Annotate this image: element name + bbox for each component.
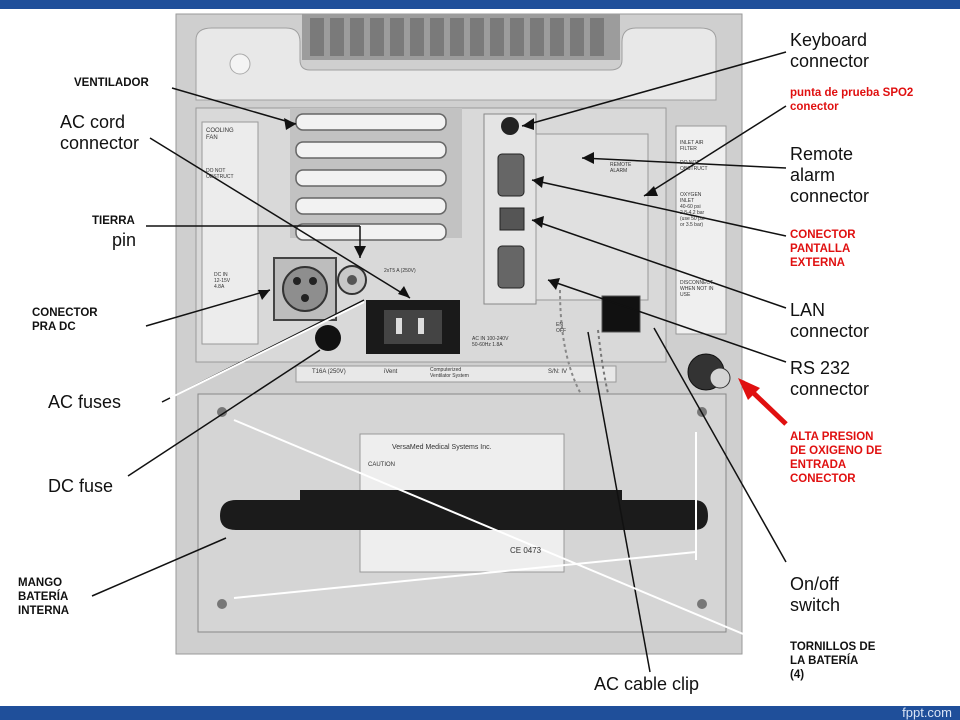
computerized-text: Computerized Ventilator System [430, 367, 469, 379]
company-text: VersaMed Medical Systems Inc. [392, 444, 492, 451]
label-ac-fuses: AC fuses [48, 392, 122, 412]
left-label-plate [201, 121, 259, 345]
ce-mark-text: CE 0473 [510, 546, 542, 555]
fan-vents [295, 113, 447, 241]
arrow-heads [258, 118, 658, 300]
en-off-text: EN OFF [556, 322, 566, 334]
battery-handle [220, 490, 708, 530]
ac-in-text: AC IN 100-240V 50-60Hz 1.8A [472, 336, 509, 348]
label-ac-cable-clip: AC cable clip [594, 674, 700, 694]
dc-in-text: DC IN 12-15V 4.8A [214, 272, 231, 290]
top-banner [0, 0, 960, 9]
lan-port [499, 207, 525, 231]
grip-ridges [310, 18, 604, 56]
do-not-obstruct-text: DO NOT OBSTRUCT [206, 168, 234, 180]
inlet-air-text: INLET AIR FILTER [680, 140, 704, 152]
disconnect-text: DISCONNECT WHEN NOT IN USE [680, 280, 714, 298]
label-alta-presion: ALTA PRESION DE OXIGENO DE ENTRADA CONEC… [790, 431, 883, 485]
right-label-plate [675, 125, 727, 335]
fuse-rating-text: 2xT5 A (250V) [384, 268, 416, 274]
label-pantalla-externa: CONECTOR PANTALLA EXTERNA [790, 229, 856, 269]
oxygen-inlet-text: OXYGEN INLET 40-60 psi 2.8-4.2 bar (use … [680, 192, 705, 228]
dc-fuse [315, 325, 341, 351]
label-spo2-connector: punta de prueba SPO2 conector [790, 87, 914, 113]
label-rs232-connector: RS 232 connector [790, 358, 870, 399]
recycle-mark [229, 53, 251, 75]
label-pin: pin [112, 230, 137, 250]
label-tierra: TIERRA [92, 215, 135, 227]
keyboard-port [501, 117, 519, 135]
label-remote-alarm: Remote alarm connector [790, 144, 870, 206]
label-ventilador: VENTILADOR [74, 77, 149, 89]
label-lan-connector: LAN connector [790, 300, 870, 341]
label-tornillos: TORNILLOS DE LA BATERÍA (4) [790, 641, 876, 681]
label-conector-dc: CONECTOR PRA DC [32, 307, 98, 333]
bottom-banner [0, 706, 960, 720]
watermark: fppt.com [902, 705, 952, 720]
label-keyboard-connector: Keyboard connector [790, 30, 870, 71]
label-onoff-switch: On/off switch [790, 574, 841, 615]
white-callouts [169, 301, 787, 653]
label-mango-bateria: MANGO BATERÍA INTERNA [18, 577, 70, 617]
handle-frame [195, 27, 717, 101]
serial-text: S/N: IV [548, 369, 568, 375]
fuse2-text: T16A (250V) [312, 369, 346, 375]
ivent-text: iVent [384, 369, 398, 375]
label-ac-cord-connector: AC cord connector [60, 112, 140, 153]
do-not-obstruct-right-text: DO NOT OBSTRUCT [680, 160, 708, 172]
remote-alarm-port [497, 153, 525, 197]
rs232-port [497, 245, 525, 289]
label-dc-fuse: DC fuse [48, 476, 114, 496]
power-switch [601, 295, 641, 333]
caution-text: CAUTION [368, 462, 395, 468]
remote-alarm-text: REMOTE ALARM [610, 162, 632, 174]
serial-strip [295, 365, 617, 383]
callout-lines [91, 51, 787, 673]
cooling-fan-text: COOLING FAN [206, 128, 234, 141]
